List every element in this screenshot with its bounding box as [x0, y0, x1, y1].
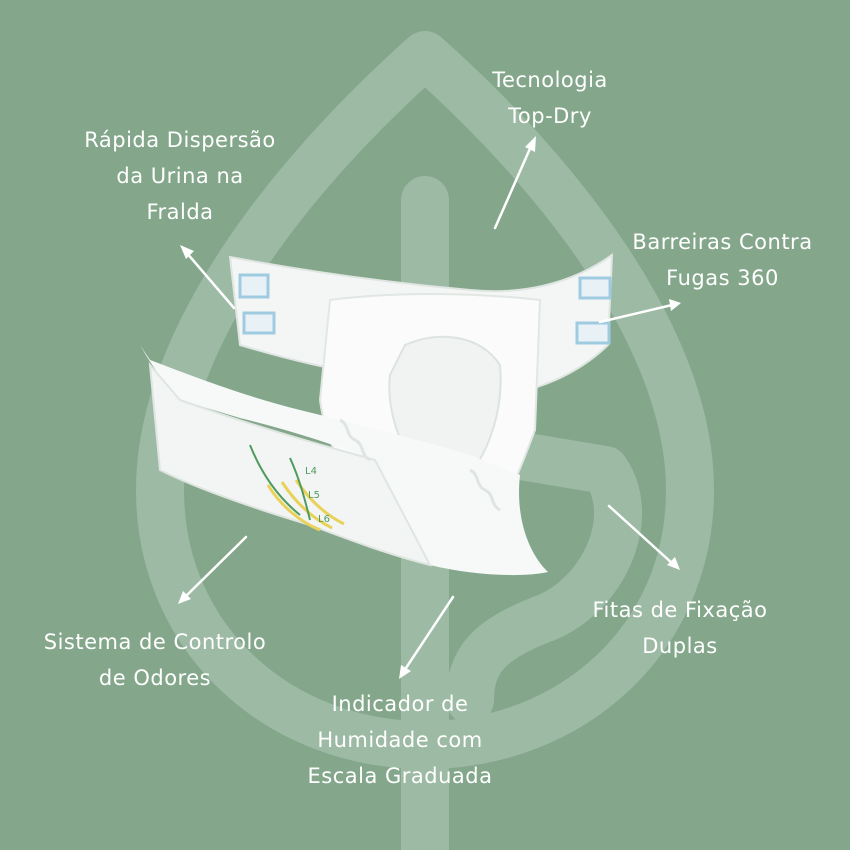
callout-line: Duplas	[642, 634, 718, 658]
callout-line: Escala Graduada	[307, 764, 493, 788]
callout-top-dry: Tecnologia Top-Dry	[450, 62, 650, 134]
callout-line: Rápida Dispersão	[84, 128, 276, 152]
marking-l5: L5	[308, 490, 320, 501]
marking-l6: L6	[318, 514, 330, 525]
callout-line: Tecnologia	[492, 68, 608, 92]
fastening-tab	[238, 273, 270, 299]
diaper-product-image: L4 L5 L6	[140, 252, 614, 576]
arrow-icon	[178, 535, 248, 604]
callout-line: Fugas 360	[666, 266, 779, 290]
callout-line: Barreiras Contra	[632, 230, 813, 254]
callout-wetness-indicator: Indicador de Humidade com Escala Graduad…	[280, 686, 520, 794]
callout-line: Fitas de Fixação	[592, 598, 768, 622]
callout-line: de Odores	[98, 666, 212, 690]
fastening-tab	[578, 276, 612, 300]
arrow-icon	[493, 136, 536, 230]
callout-line: Sistema de Controlo	[43, 630, 267, 654]
callout-line: da Urina na	[116, 164, 244, 188]
callout-odor-control: Sistema de Controlo de Odores	[0, 624, 310, 696]
arrow-icon	[607, 504, 680, 570]
callout-rapid-dispersion: Rápida Dispersão da Urina na Fralda	[20, 122, 340, 230]
callout-leak-barriers: Barreiras Contra Fugas 360	[600, 224, 845, 296]
callout-double-tapes: Fitas de Fixação Duplas	[560, 592, 800, 664]
fastening-tab	[575, 321, 611, 345]
callout-line: Fralda	[146, 200, 214, 224]
marking-l4: L4	[305, 466, 317, 477]
arrow-icon	[180, 245, 236, 310]
callout-line: Top-Dry	[508, 104, 592, 128]
callout-line: Humidade com	[317, 728, 483, 752]
callout-line: Indicador de	[331, 692, 469, 716]
fastening-tab	[242, 311, 276, 335]
arrow-icon	[598, 299, 681, 324]
arrow-icon	[399, 595, 455, 679]
callout-arrows	[178, 136, 681, 679]
